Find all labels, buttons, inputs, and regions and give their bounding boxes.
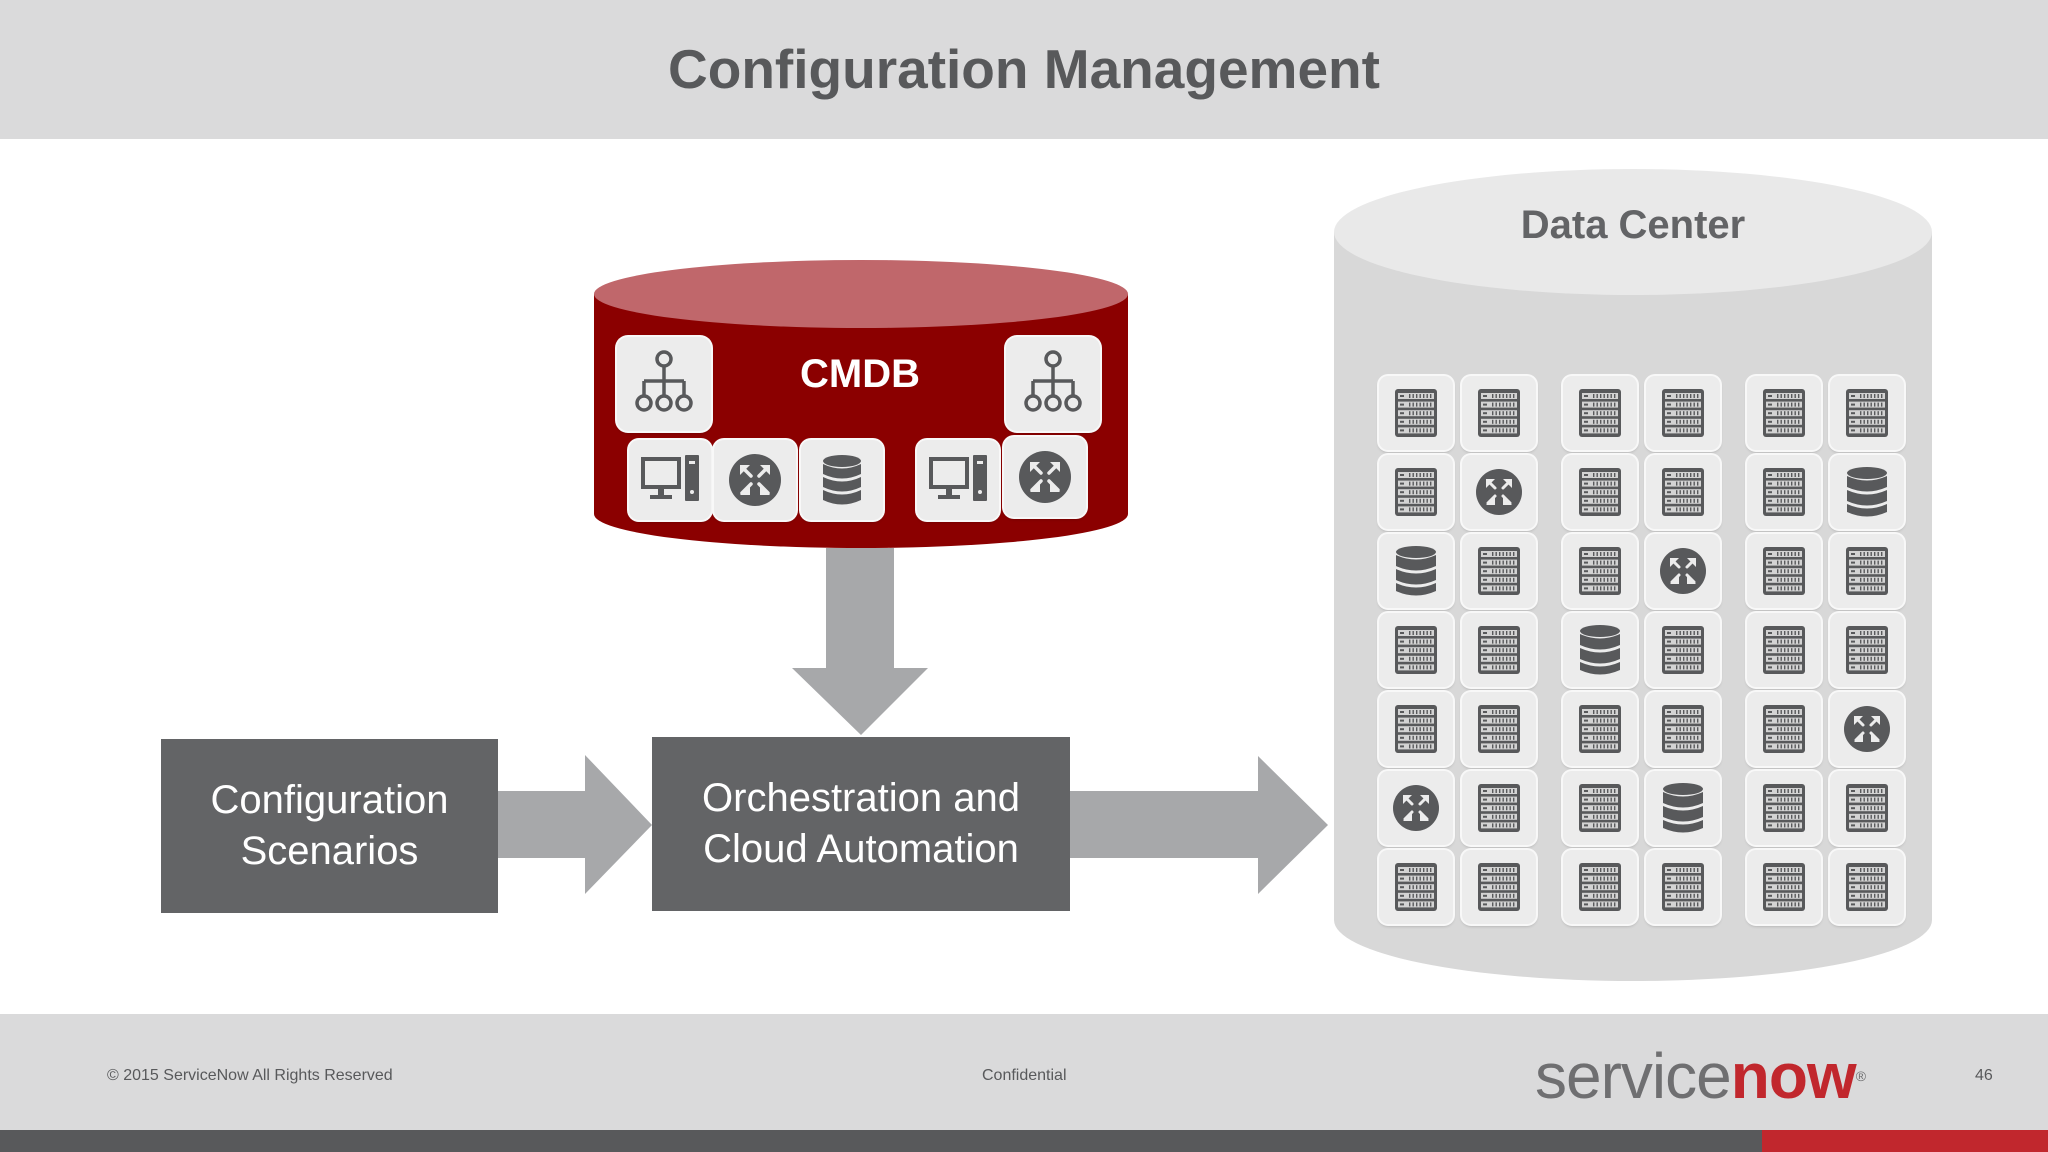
- box-label-line: Cloud Automation: [703, 827, 1019, 871]
- server-icon: [1830, 534, 1904, 608]
- server-icon: [1462, 534, 1536, 608]
- router-icon: [1379, 771, 1453, 845]
- server-icon: [1747, 534, 1821, 608]
- server-icon: [1747, 613, 1821, 687]
- server-icon: [1646, 455, 1720, 529]
- server-icon: [1462, 376, 1536, 450]
- router-icon: [714, 440, 796, 520]
- server-icon: [1830, 771, 1904, 845]
- hierarchy-icon: [617, 337, 711, 431]
- server-icon: [1747, 771, 1821, 845]
- servicenow-logo: servicenow®: [1535, 1036, 1866, 1116]
- server-icon: [1462, 850, 1536, 924]
- server-icon: [1563, 692, 1637, 766]
- server-icon: [1563, 771, 1637, 845]
- server-icon: [1379, 455, 1453, 529]
- trademark-mark: ®: [1855, 1068, 1866, 1084]
- page-number: 46: [1975, 1067, 1993, 1084]
- database-icon: [1830, 455, 1904, 529]
- router-icon: [1004, 437, 1086, 517]
- server-icon: [1563, 455, 1637, 529]
- logo-service-text: service: [1535, 1040, 1732, 1112]
- router-icon: [1646, 534, 1720, 608]
- server-icon: [1563, 850, 1637, 924]
- configuration-scenarios-box: Configuration Scenarios: [161, 739, 498, 913]
- server-icon: [1646, 850, 1720, 924]
- server-icon: [1747, 692, 1821, 766]
- router-icon: [1830, 692, 1904, 766]
- hierarchy-icon: [1006, 337, 1100, 431]
- logo-now-text: now: [1730, 1040, 1857, 1112]
- server-icon: [1563, 376, 1637, 450]
- database-icon: [1646, 771, 1720, 845]
- desktop-computer-icon: [629, 440, 711, 520]
- arrow-to-data-center: [1070, 756, 1328, 894]
- orchestration-box: Orchestration and Cloud Automation: [652, 737, 1070, 911]
- server-icon: [1747, 376, 1821, 450]
- server-icon: [1379, 376, 1453, 450]
- data-center-label: Data Center: [1520, 203, 1746, 247]
- desktop-computer-icon: [917, 440, 999, 520]
- server-icon: [1747, 455, 1821, 529]
- database-icon: [1379, 534, 1453, 608]
- server-icon: [1747, 850, 1821, 924]
- server-icon: [1563, 534, 1637, 608]
- server-icon: [1646, 692, 1720, 766]
- server-icon: [1379, 692, 1453, 766]
- footer-bar: [0, 1014, 2048, 1130]
- bottom-accent-bar: [1762, 1130, 2048, 1152]
- down-arrow: [792, 548, 928, 735]
- box-label-line: Configuration: [210, 778, 449, 822]
- arrow-to-orchestration: [498, 755, 652, 894]
- server-icon: [1646, 613, 1720, 687]
- database-icon: [801, 440, 883, 520]
- cmdb-label: CMDB: [800, 352, 920, 396]
- server-icon: [1830, 613, 1904, 687]
- server-icon: [1379, 850, 1453, 924]
- server-icon: [1462, 613, 1536, 687]
- server-icon: [1830, 376, 1904, 450]
- box-label-line: Scenarios: [240, 829, 419, 873]
- server-icon: [1830, 850, 1904, 924]
- server-icon: [1379, 613, 1453, 687]
- server-icon: [1646, 376, 1720, 450]
- box-label-line: Orchestration and: [702, 776, 1020, 820]
- server-icon: [1462, 771, 1536, 845]
- server-icon: [1462, 692, 1536, 766]
- header-bar: [0, 0, 2048, 139]
- router-icon: [1462, 455, 1536, 529]
- copyright-text: © 2015 ServiceNow All Rights Reserved: [107, 1067, 393, 1084]
- database-icon: [1563, 613, 1637, 687]
- slide-title: Configuration Management: [668, 38, 1380, 100]
- confidential-label: Confidential: [982, 1067, 1067, 1084]
- bottom-bar: [0, 1130, 2048, 1152]
